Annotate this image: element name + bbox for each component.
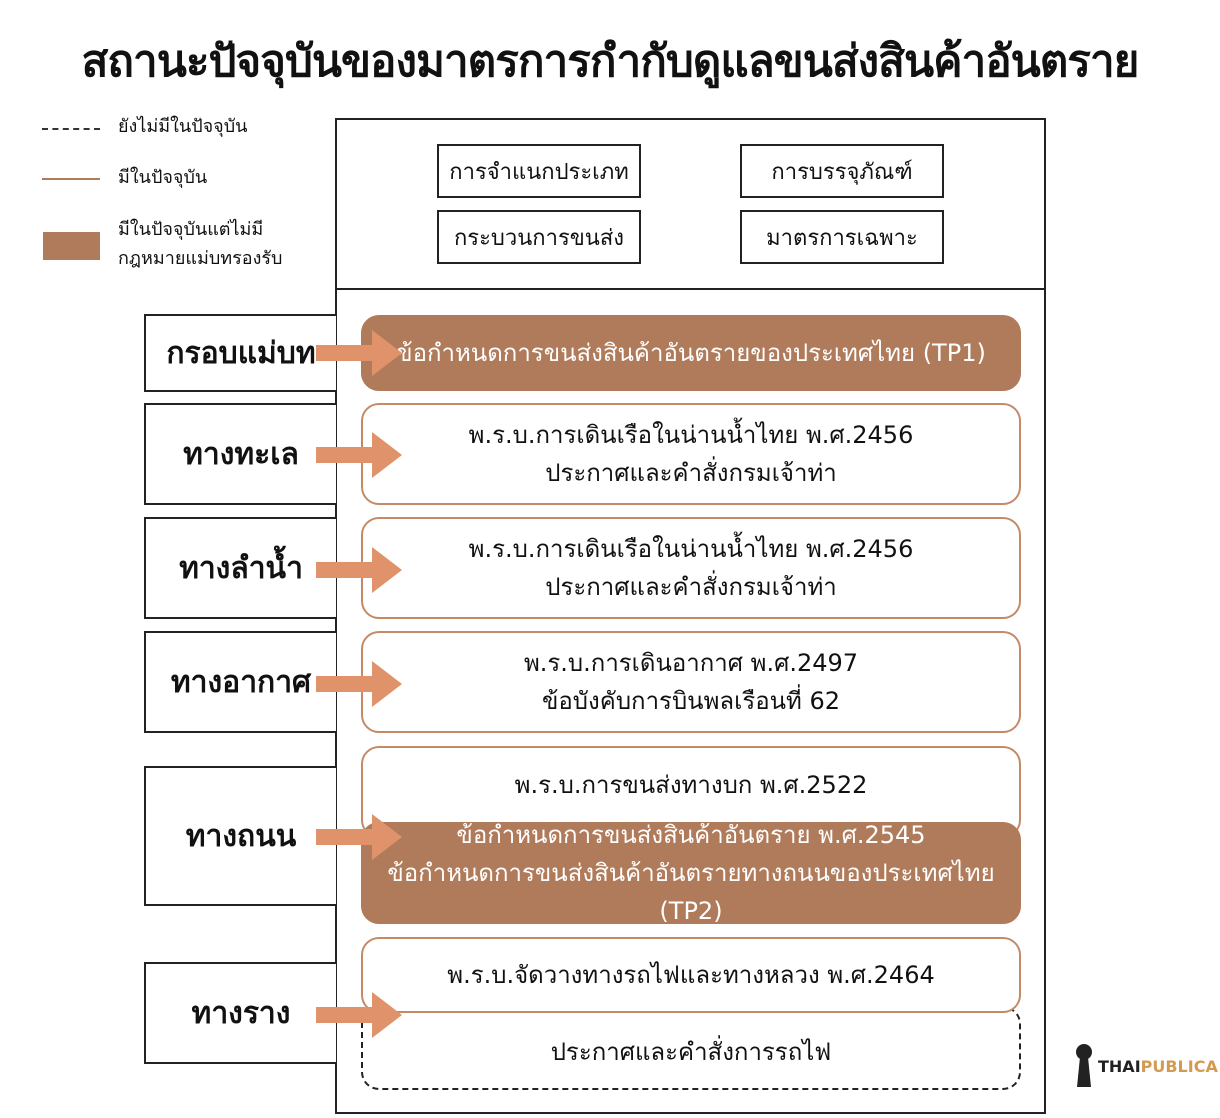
legend-label-exists: มีในปัจจุบัน bbox=[118, 167, 208, 188]
category-transport-process: กระบวนการขนส่ง bbox=[437, 210, 641, 264]
law-rail-notice-text: ประกาศและคำสั่งการรถไฟ bbox=[550, 1038, 832, 1066]
law-road-act-text: พ.ร.บ.การขนส่งทางบก พ.ศ.2522 bbox=[514, 771, 868, 799]
law-river: พ.ร.บ.การเดินเรือในน่านน้ำไทย พ.ศ.2456 ป… bbox=[361, 517, 1021, 619]
legend-label-not-yet: ยังไม่มีในปัจจุบัน bbox=[118, 116, 248, 137]
arrow-right-icon bbox=[316, 330, 402, 376]
law-rail-act-text: พ.ร.บ.จัดวางทางรถไฟและทางหลวง พ.ศ.2464 bbox=[447, 961, 935, 989]
logo-text-thai: THAI bbox=[1098, 1056, 1141, 1076]
legend-label-exists-no-law-1: มีในปัจจุบันแต่ไม่มี bbox=[118, 219, 264, 240]
category-packaging: การบรรจุภัณฑ์ bbox=[740, 144, 944, 198]
law-road-regulations: ข้อกำหนดการขนส่งสินค้าอันตราย พ.ศ.2545 ข… bbox=[361, 821, 1021, 925]
page-title: สถานะปัจจุบันของมาตรการกำกับดูแลขนส่งสิน… bbox=[81, 36, 1140, 87]
legend-filled-swatch bbox=[43, 232, 100, 260]
arrow-right-icon bbox=[316, 814, 402, 860]
law-rail-notice: ประกาศและคำสั่งการรถไฟ bbox=[361, 1006, 1021, 1090]
law-air: พ.ร.บ.การเดินอากาศ พ.ศ.2497 ข้อบังคับการ… bbox=[361, 631, 1021, 733]
law-framework-text: ข้อกำหนดการขนส่งสินค้าอันตรายของประเทศไท… bbox=[396, 339, 986, 367]
thaipublica-logo: THAIPUBLICA bbox=[1074, 1043, 1218, 1089]
arrow-right-icon bbox=[316, 432, 402, 478]
mode-framework: กรอบแม่บท bbox=[144, 314, 336, 392]
law-river-line-2: ประกาศและคำสั่งกรมเจ้าท่า bbox=[545, 573, 837, 601]
keyhole-icon bbox=[1076, 1044, 1092, 1087]
frame-divider bbox=[335, 288, 1046, 290]
mode-air: ทางอากาศ bbox=[144, 631, 336, 733]
law-sea-line-2: ประกาศและคำสั่งกรมเจ้าท่า bbox=[545, 459, 837, 487]
category-classification: การจำแนกประเภท bbox=[437, 144, 641, 198]
mode-river: ทางลำน้ำ bbox=[144, 517, 336, 619]
legend-solid-line bbox=[42, 178, 100, 180]
legend-dashed-line bbox=[42, 128, 100, 130]
arrow-right-icon bbox=[316, 992, 402, 1038]
law-sea-line-1: พ.ร.บ.การเดินเรือในน่านน้ำไทย พ.ศ.2456 bbox=[468, 421, 914, 449]
mode-sea: ทางทะเล bbox=[144, 403, 336, 505]
legend-label-exists-no-law-2: กฎหมายแม่บทรองรับ bbox=[118, 248, 283, 269]
arrow-right-icon bbox=[316, 661, 402, 707]
arrow-right-icon bbox=[316, 547, 402, 593]
mode-road: ทางถนน bbox=[144, 766, 336, 906]
law-air-line-1: พ.ร.บ.การเดินอากาศ พ.ศ.2497 bbox=[523, 649, 859, 677]
logo-text-publica: PUBLICA bbox=[1140, 1056, 1218, 1076]
main-frame bbox=[335, 118, 1046, 1114]
category-specific-measures: มาตรการเฉพาะ bbox=[740, 210, 944, 264]
law-sea: พ.ร.บ.การเดินเรือในน่านน้ำไทย พ.ศ.2456 ป… bbox=[361, 403, 1021, 505]
law-road-reg-line-2: ข้อกำหนดการขนส่งสินค้าอันตรายทางถนนของปร… bbox=[387, 859, 995, 925]
law-rail-act: พ.ร.บ.จัดวางทางรถไฟและทางหลวง พ.ศ.2464 bbox=[361, 937, 1021, 1013]
law-air-line-2: ข้อบังคับการบินพลเรือนที่ 62 bbox=[541, 687, 841, 715]
mode-rail: ทางราง bbox=[144, 962, 336, 1064]
law-framework-tp1: ข้อกำหนดการขนส่งสินค้าอันตรายของประเทศไท… bbox=[361, 315, 1021, 391]
law-river-line-1: พ.ร.บ.การเดินเรือในน่านน้ำไทย พ.ศ.2456 bbox=[468, 535, 914, 563]
law-road-reg-line-1: ข้อกำหนดการขนส่งสินค้าอันตราย พ.ศ.2545 bbox=[456, 821, 926, 849]
